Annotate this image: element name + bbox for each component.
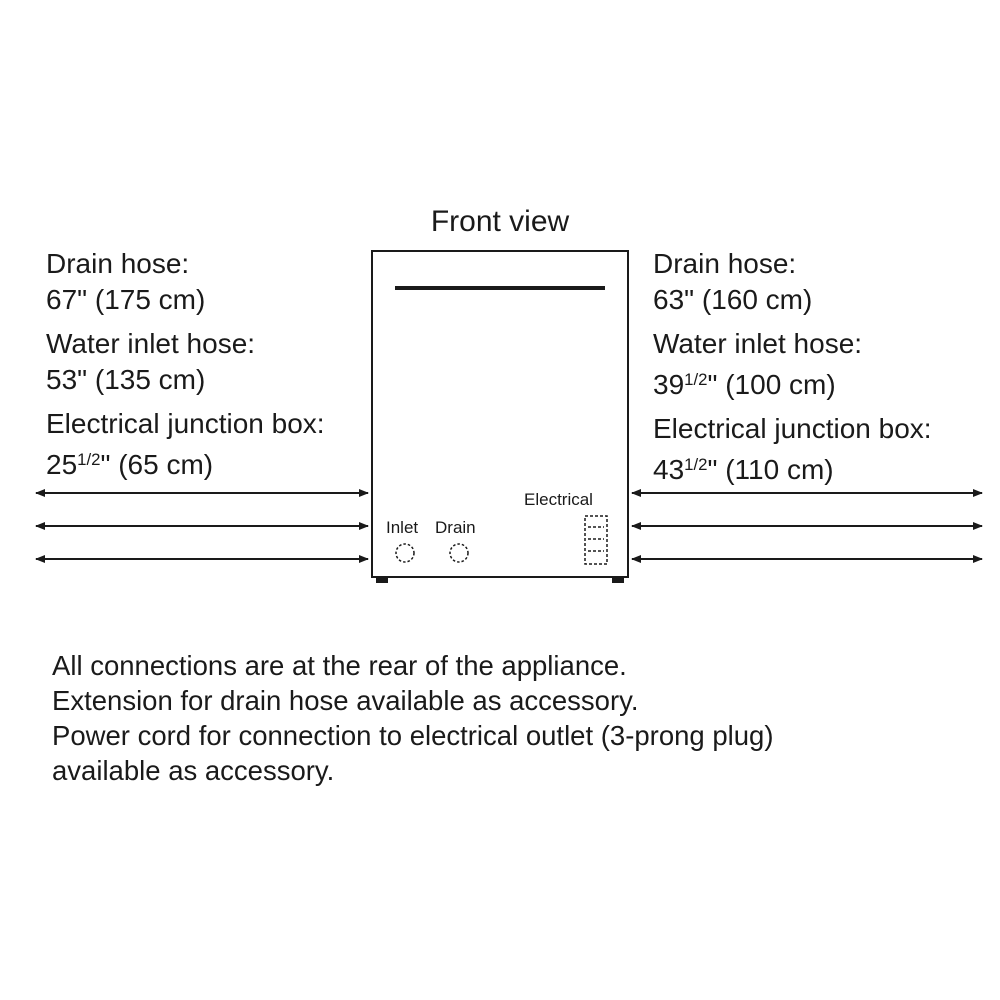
right-water-inlet-value-rest: " (100 cm): [707, 369, 836, 401]
diagram-title: Front view: [430, 205, 570, 238]
right-electrical-value-rest: " (110 cm): [707, 454, 834, 486]
note-line: Extension for drain hose available as ac…: [52, 685, 639, 716]
left-electrical-value-rest: " (65 cm): [100, 449, 214, 481]
drain-label: Drain: [435, 518, 476, 537]
left-electrical-label: Electrical junction box:: [46, 408, 325, 439]
left-water-inlet-label: Water inlet hose:: [46, 328, 256, 359]
right-water-inlet-value-fraction: 1/2: [684, 370, 708, 389]
installation-notes: All connections are at the rear of the a…: [52, 648, 774, 788]
right-specifications: Drain hose: 63" (160 cm) Water inlet hos…: [653, 246, 932, 488]
inlet-connection-icon: [395, 543, 415, 563]
electrical-box-icon: [584, 515, 608, 565]
right-electrical-value-fraction: 1/2: [684, 455, 708, 475]
right-water-inlet-value-whole: 39: [653, 369, 685, 401]
right-water-inlet-value: 391/2" (100 cm): [653, 362, 932, 403]
left-electrical-value: 251/2" (65 cm): [46, 442, 325, 483]
left-specifications: Drain hose: 67" (175 cm) Water inlet hos…: [46, 246, 325, 483]
left-drain-hose-value: 67" (175 cm): [46, 284, 206, 315]
left-water-inlet-value: 53" (135 cm): [46, 364, 206, 395]
note-line: available as accessory.: [52, 755, 335, 786]
right-drain-hose-value: 63" (160 cm): [653, 284, 813, 315]
note-line: Power cord for connection to electrical …: [52, 720, 774, 751]
note-line: All connections are at the rear of the a…: [52, 650, 627, 681]
left-electrical-value-fraction: 1/2: [77, 450, 101, 469]
right-electrical-value-whole: 43: [653, 454, 685, 486]
left-electrical-value-whole: 25: [46, 449, 78, 481]
appliance-outline: [371, 250, 629, 583]
left-drain-hose-label: Drain hose:: [46, 248, 190, 279]
appliance-foot-right: [612, 577, 624, 583]
inlet-label: Inlet: [386, 518, 418, 537]
appliance-foot-left: [376, 577, 388, 583]
right-electrical-value: 431/2" (110 cm): [653, 447, 932, 488]
right-water-inlet-label: Water inlet hose:: [653, 328, 863, 359]
electrical-label: Electrical: [524, 490, 593, 509]
right-electrical-label: Electrical junction box:: [653, 413, 932, 445]
drain-connection-icon: [449, 543, 469, 563]
right-drain-hose-label: Drain hose:: [653, 248, 797, 279]
